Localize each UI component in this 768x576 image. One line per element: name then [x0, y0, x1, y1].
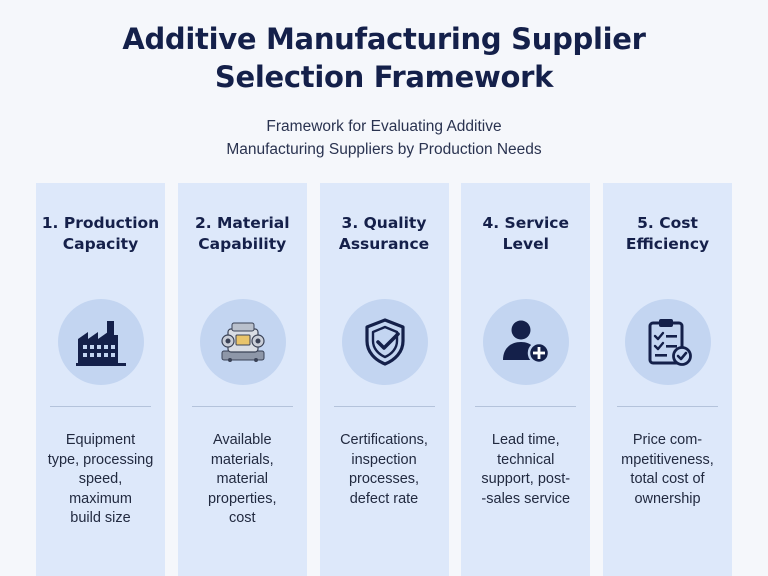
criterion-card-production-capacity: 1. Production Capacity Equipment — [36, 183, 165, 576]
divider — [191, 406, 293, 407]
criterion-title: 2. Material Capability — [178, 213, 307, 255]
page-title-line-1: Additive Manufacturing Supplier — [122, 22, 646, 56]
criterion-title-line: 5. Cost — [637, 214, 698, 232]
machine-part-icon — [221, 322, 265, 362]
shield-check-icon — [364, 318, 405, 366]
criterion-title: 5. Cost Efficiency — [603, 213, 732, 255]
criterion-description-line: material — [216, 471, 269, 487]
clipboard-check-icon — [648, 319, 692, 366]
criterion-description-line: Price com- — [632, 432, 703, 448]
page-title: Additive Manufacturing Supplier Selectio… — [0, 20, 768, 96]
criterion-card-service-level: 4. Service Level Lead time, technical su… — [461, 183, 591, 576]
icon-badge — [199, 299, 286, 385]
criterion-description-line: ownership — [634, 490, 701, 507]
divider — [617, 406, 718, 407]
criterion-title-line: 4. Service — [482, 214, 569, 232]
criterion-description-line: defect rate — [349, 490, 419, 507]
criterion-description-line: total cost of — [630, 471, 705, 487]
criterion-description-line: cost — [228, 510, 256, 526]
criterion-title: 4. Service Level — [461, 213, 590, 255]
criterion-description-line: Equipment — [65, 432, 136, 448]
criterion-description-line: Certifications, — [340, 432, 428, 448]
criterion-description: Lead time, technical support, post- -sal… — [461, 431, 590, 509]
page-subtitle-line-1: Framework for Evaluating Additive — [266, 118, 502, 135]
divider — [475, 406, 577, 407]
criterion-title-line: Efficiency — [625, 235, 710, 253]
icon-badge — [341, 299, 428, 385]
criterion-description-line: properties, — [207, 490, 277, 507]
criterion-description-line: -sales service — [481, 490, 571, 507]
icon-badge — [483, 299, 570, 385]
criterion-description-line: mpetitiveness, — [621, 451, 714, 468]
criterion-title: 3. Quality Assurance — [320, 213, 449, 255]
criterion-description-line: processes, — [348, 471, 420, 487]
page-subtitle: Framework for Evaluating Additive Manufa… — [0, 115, 768, 161]
criterion-card-cost-efficiency: 5. Cost Efficiency Price com- mpetitiven… — [603, 183, 732, 576]
criterion-title-line: Level — [502, 235, 549, 253]
criterion-description-line: speed, — [78, 471, 123, 487]
criterion-title-line: Capacity — [62, 235, 139, 253]
page-title-line-2: Selection Framework — [214, 60, 554, 94]
criterion-description: Equipment type, processing speed, maximu… — [36, 431, 165, 529]
criterion-description-line: support, post- — [481, 471, 571, 487]
divider — [50, 406, 151, 407]
criterion-title-line: 2. Material — [194, 214, 290, 232]
criterion-description-line: build size — [70, 510, 131, 526]
criterion-description-line: Available — [212, 432, 272, 448]
criterion-title-line: 3. Quality — [341, 214, 427, 232]
criteria-columns: 1. Production Capacity Equipment — [36, 183, 732, 576]
criterion-title-line: Assurance — [338, 235, 430, 253]
criterion-title-line: Capability — [198, 235, 287, 253]
factory-icon — [76, 321, 126, 366]
icon-badge — [58, 299, 144, 385]
criterion-description: Certifications, inspection processes, de… — [320, 431, 449, 509]
criterion-description-line: inspection — [351, 451, 417, 468]
criterion-description-line: Lead time, — [491, 432, 560, 448]
criterion-description-line: materials, — [210, 451, 274, 468]
criterion-card-material-capability: 2. Material Capability Available materia… — [177, 183, 307, 576]
criterion-title: 1. Production Capacity — [36, 213, 165, 255]
icon-badge — [625, 299, 711, 385]
criterion-card-quality-assurance: 3. Quality Assurance Certifications, ins… — [319, 183, 449, 576]
user-plus-icon — [503, 320, 551, 365]
criterion-description-line: technical — [497, 451, 555, 468]
criterion-description-line: maximum — [69, 490, 132, 507]
criterion-description: Price com- mpetitiveness, total cost of … — [603, 431, 732, 509]
page-subtitle-line-2: Manufacturing Suppliers by Production Ne… — [226, 141, 542, 158]
criterion-description-line: type, processing — [47, 451, 154, 468]
criterion-title-line: 1. Production — [41, 214, 160, 232]
criterion-description: Available materials, material properties… — [178, 431, 307, 529]
divider — [333, 406, 435, 407]
